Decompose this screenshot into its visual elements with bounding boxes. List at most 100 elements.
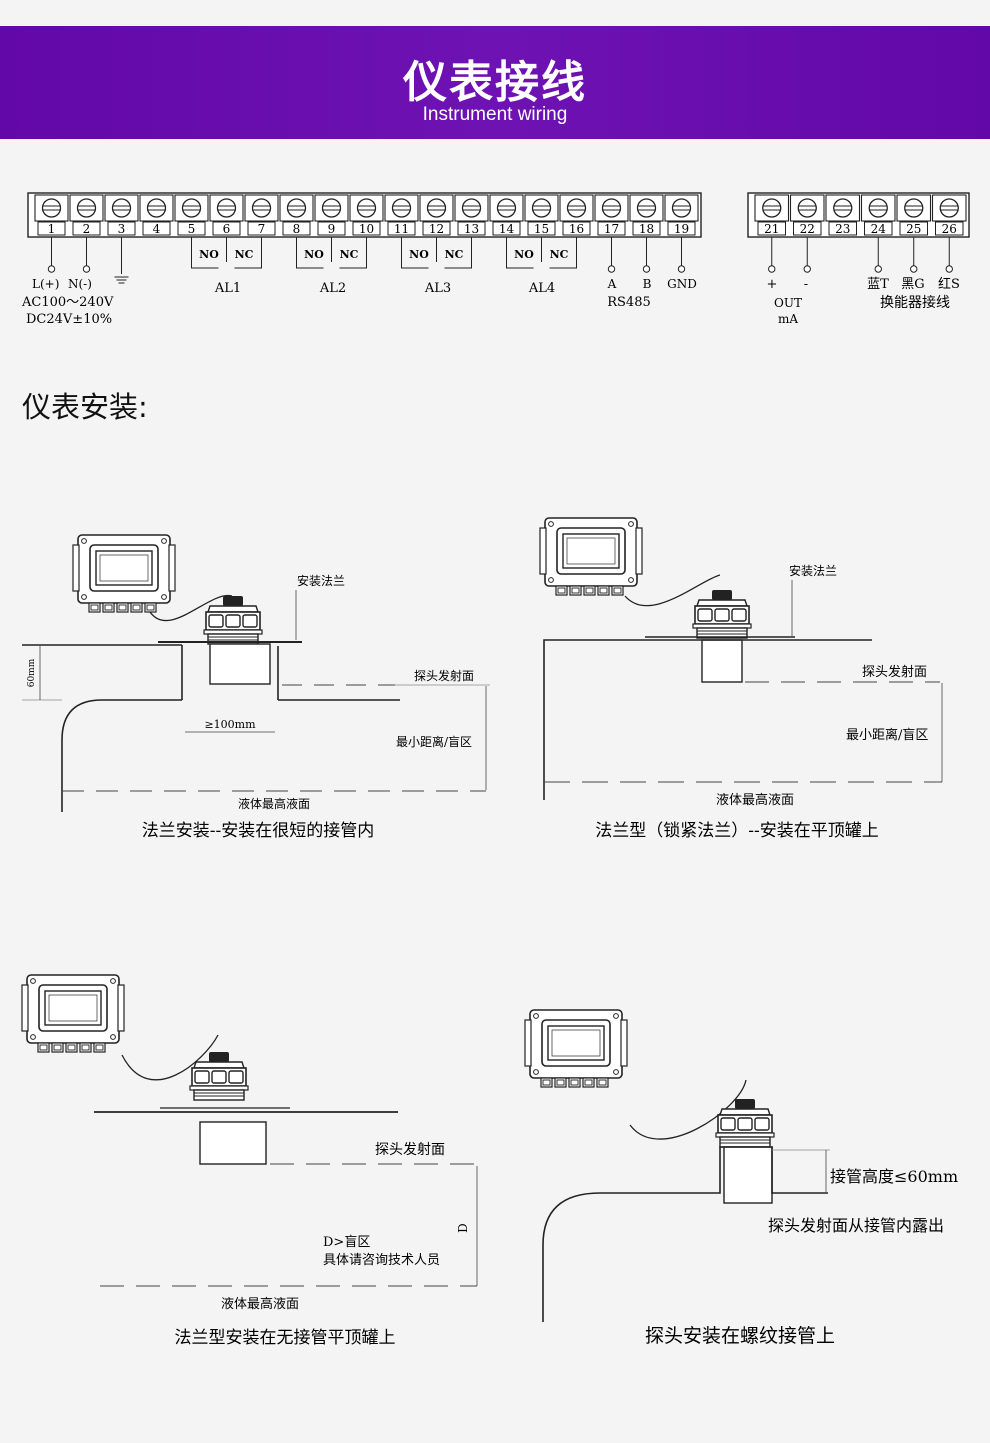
terminal-number: 10 — [359, 222, 374, 236]
d3-caption: 法兰型安装在无接管平顶罐上 — [175, 1328, 396, 1348]
relay-nc-label: NC — [340, 248, 359, 261]
relay-nc-label: NC — [550, 248, 569, 261]
power-l-label: L(+) — [32, 277, 59, 291]
d2-blind-label: 最小距离/盲区 — [846, 727, 928, 743]
d1-blind-label: 最小距离/盲区 — [396, 734, 472, 749]
d2-liquid-label: 液体最高液面 — [716, 792, 794, 808]
terminal-18: 18 — [629, 194, 664, 236]
terminal-19: 19 — [664, 194, 699, 236]
terminal-number: 14 — [499, 222, 515, 236]
d2-flange-label: 安装法兰 — [789, 563, 837, 578]
relay-no-label: NO — [304, 248, 324, 261]
terminal-14: 14 — [489, 194, 524, 236]
terminal-22: 22 — [789, 194, 825, 236]
terminal-number: 18 — [639, 222, 654, 236]
terminal-number: 19 — [674, 222, 689, 236]
terminal-26: 26 — [931, 194, 967, 236]
terminal-10: 10 — [349, 194, 384, 236]
terminal-2: 2 — [69, 194, 104, 236]
d1-dim60-label: 60mm — [27, 658, 37, 687]
terminal-number: 16 — [569, 222, 584, 236]
page-title: 仪表接线 — [403, 57, 587, 108]
terminal-12: 12 — [419, 194, 454, 236]
terminal-number: 7 — [258, 222, 266, 236]
d1-flange-label: 安装法兰 — [297, 573, 345, 588]
terminal-number: 26 — [942, 222, 957, 236]
terminal-number: 25 — [906, 222, 921, 236]
terminal-4: 4 — [139, 194, 174, 236]
terminal-number: 4 — [153, 222, 161, 236]
wiring-lines: NO NC NO NC NO NC NO NC — [47, 237, 953, 284]
terminal-21: 21 — [754, 194, 790, 236]
terminal-6: 6 — [209, 194, 244, 236]
d1-liquid-label: 液体最高液面 — [238, 796, 310, 811]
page-subtitle: Instrument wiring — [422, 104, 568, 125]
terminal-number: 11 — [394, 222, 409, 236]
terminal-24: 24 — [860, 194, 896, 236]
terminal-17: 17 — [594, 194, 629, 236]
install-diagram-4: 接管高度≤60mm 探头发射面从接管内露出 — [524, 1009, 958, 1322]
terminal-number: 17 — [604, 222, 619, 236]
d1-caption: 法兰安装--安装在很短的接管内 — [142, 821, 375, 841]
header-banner: 仪表接线 Instrument wiring — [0, 26, 990, 139]
relay-no-label: NO — [514, 248, 534, 261]
power-dc-label: DC24V±10% — [26, 312, 112, 327]
terminal-number: 3 — [118, 222, 126, 236]
out-ma-label: mA — [778, 312, 798, 326]
transducer-blue-label: 蓝T — [867, 277, 889, 292]
d3-consult-label: 具体请咨询技术人员 — [323, 1253, 440, 1268]
relay-no-label: NO — [199, 248, 219, 261]
terminal-16: 16 — [559, 194, 594, 236]
terminal-11: 11 — [384, 194, 419, 236]
d1-face-label: 探头发射面 — [414, 668, 474, 683]
terminal-7: 7 — [244, 194, 279, 236]
terminal-1: 1 — [34, 194, 69, 236]
terminal-number: 9 — [328, 222, 336, 236]
terminal-number: 6 — [223, 222, 231, 236]
d4-pipe-label: 接管高度≤60mm — [830, 1167, 958, 1186]
terminal-13: 13 — [454, 194, 489, 236]
install-diagrams: 60mm 安装法兰 探头发射面 ≥100mm 最小距离/盲区 液体最高液面 安装… — [21, 517, 958, 1348]
terminal-5: 5 — [174, 194, 209, 236]
install-diagram-3: 探头发射面 D D>盲区 具体请咨询技术人员 液体最高液面 — [21, 974, 480, 1312]
d2-caption: 法兰型（锁紧法兰）--安装在平顶罐上 — [595, 821, 879, 841]
relay-nc-label: NC — [445, 248, 464, 261]
terminal-number: 1 — [48, 222, 56, 236]
relay-nc-label: NC — [235, 248, 254, 261]
d2-face-label: 探头发射面 — [862, 664, 927, 680]
transducer-label: 换能器接线 — [880, 294, 950, 311]
d3-face-label: 探头发射面 — [375, 1142, 445, 1158]
terminal-9: 9 — [314, 194, 349, 236]
terminal-block-right: 21 22 23 24 25 26 — [747, 192, 970, 238]
alarm-label-1: AL1 — [214, 281, 241, 296]
rs485-a-label: A — [607, 277, 617, 291]
out-plus-label: + — [767, 277, 778, 292]
d3-d-label: D — [456, 1223, 470, 1233]
d1-min100-label: ≥100mm — [204, 718, 256, 731]
terminal-number: 22 — [800, 222, 815, 236]
rs485-b-label: B — [643, 277, 652, 291]
terminal-15: 15 — [524, 194, 559, 236]
alarm-label-2: AL2 — [319, 281, 346, 296]
relay-no-label: NO — [409, 248, 429, 261]
d3-liquid-label: 液体最高液面 — [221, 1296, 299, 1312]
rs485-label: RS485 — [607, 295, 651, 310]
terminal-number: 21 — [764, 222, 779, 236]
d3-dblind-label: D>盲区 — [323, 1234, 370, 1250]
alarm-label-3: AL3 — [424, 281, 451, 296]
out-label: OUT — [774, 296, 802, 310]
out-minus-label: - — [804, 277, 808, 292]
terminal-number: 5 — [188, 222, 196, 236]
d4-caption: 探头安装在螺纹接管上 — [645, 1325, 835, 1347]
terminal-number: 12 — [429, 222, 444, 236]
terminal-number: 15 — [534, 222, 549, 236]
terminal-3: 3 — [104, 194, 139, 236]
terminal-25: 25 — [896, 194, 932, 236]
install-section-title: 仪表安装: — [22, 390, 148, 424]
terminal-number: 2 — [83, 222, 91, 236]
d4-expose-label: 探头发射面从接管内露出 — [768, 1216, 944, 1235]
terminal-number: 23 — [835, 222, 850, 236]
terminal-number: 8 — [293, 222, 301, 236]
